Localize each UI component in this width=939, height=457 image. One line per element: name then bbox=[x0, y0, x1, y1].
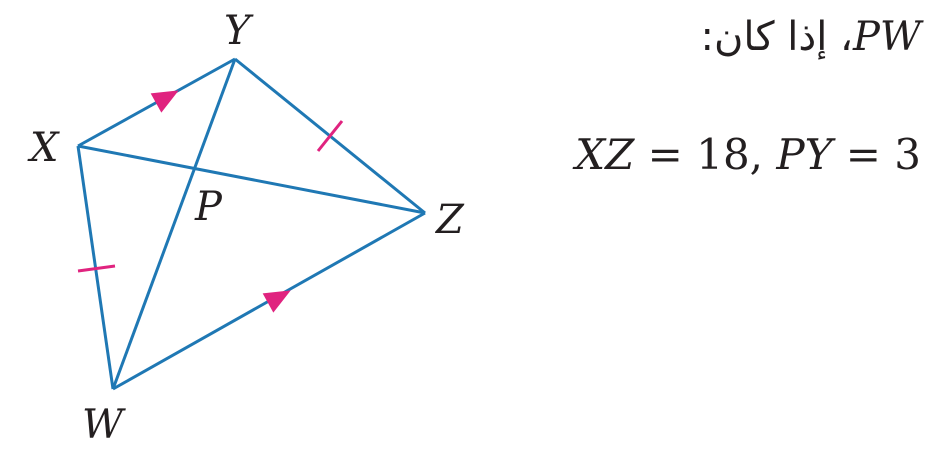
question-prompt: PW، إذا كان: bbox=[701, 14, 922, 60]
vertex-label-x: X bbox=[27, 125, 60, 171]
diagonal-xz bbox=[77, 144, 426, 215]
prompt-variable: PW bbox=[852, 14, 921, 60]
diagonal-yw bbox=[111, 58, 237, 390]
parallel-arrow-marker bbox=[150, 90, 179, 113]
tick-mark bbox=[316, 120, 344, 152]
given-values: XZ = 18, PY = 3 bbox=[575, 130, 921, 179]
point-label-p: P bbox=[194, 184, 223, 230]
parallel-arrow-marker bbox=[262, 290, 291, 313]
segment-xz: XZ bbox=[575, 130, 635, 179]
prompt-text: ، إذا كان: bbox=[700, 14, 853, 60]
vertex-label-w: W bbox=[82, 402, 126, 448]
value-xz: = 18, bbox=[634, 130, 777, 179]
vertex-label-z: Z bbox=[434, 197, 465, 243]
vertex-label-y: Y bbox=[224, 8, 254, 54]
value-py: = 3 bbox=[832, 130, 921, 179]
segment-py: PY bbox=[776, 130, 833, 179]
tick-mark bbox=[77, 264, 116, 273]
